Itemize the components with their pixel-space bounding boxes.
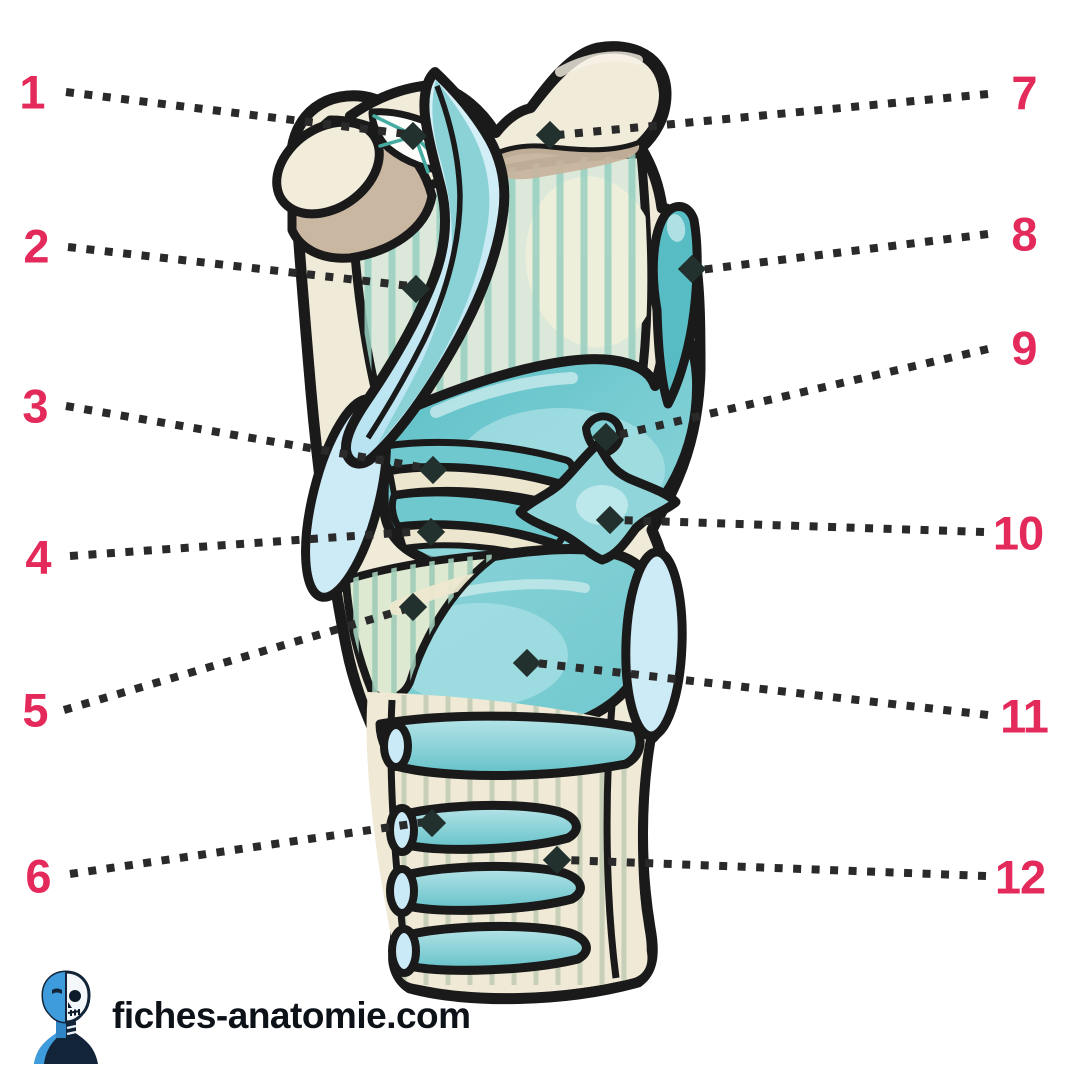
label-number-3: 3	[22, 379, 48, 433]
marker-diamond-4	[416, 517, 446, 547]
epiglottis	[340, 67, 510, 469]
marker-diamond-6	[417, 808, 447, 838]
leader-line-10	[617, 516, 985, 536]
right-capsule	[621, 547, 687, 741]
branding: fiches-anatomie.com	[30, 966, 471, 1066]
label-number-8: 8	[1011, 207, 1037, 261]
label-number-1: 1	[19, 65, 45, 119]
label-number-2: 2	[23, 219, 49, 273]
leader-lines	[62, 88, 989, 880]
label-number-10: 10	[992, 506, 1044, 560]
arytenoid-cartilage	[515, 412, 681, 565]
marker-diamond-11	[512, 648, 542, 678]
label-number-12: 12	[994, 850, 1046, 904]
marker-diamond-7	[535, 120, 565, 150]
leader-line-1	[65, 88, 407, 138]
leader-line-9	[613, 345, 989, 440]
marker-diamond-9	[591, 422, 621, 452]
leader-line-3	[65, 402, 427, 472]
marker-diamond-5	[398, 592, 428, 622]
leader-line-5	[62, 605, 408, 714]
label-number-9: 9	[1011, 321, 1037, 375]
label-number-6: 6	[25, 849, 51, 903]
label-number-4: 4	[25, 530, 51, 584]
label-number-7: 7	[1011, 66, 1037, 120]
label-number-11: 11	[1000, 689, 1049, 743]
marker-diamond-12	[542, 845, 572, 875]
leader-line-2	[67, 243, 411, 290]
anatomy-bust-icon	[34, 970, 98, 1064]
leader-line-8	[699, 230, 989, 274]
trachea	[366, 692, 648, 993]
leader-line-4	[69, 527, 426, 560]
label-number-5: 5	[22, 683, 48, 737]
brand-site-text: fiches-anatomie.com	[112, 995, 471, 1036]
marker-diamond-10	[595, 505, 625, 535]
leader-line-12	[564, 856, 987, 880]
marker-diamond-8	[677, 254, 707, 284]
leader-line-6	[69, 818, 426, 878]
superior-horn	[648, 202, 702, 409]
leader-line-11	[535, 659, 989, 719]
